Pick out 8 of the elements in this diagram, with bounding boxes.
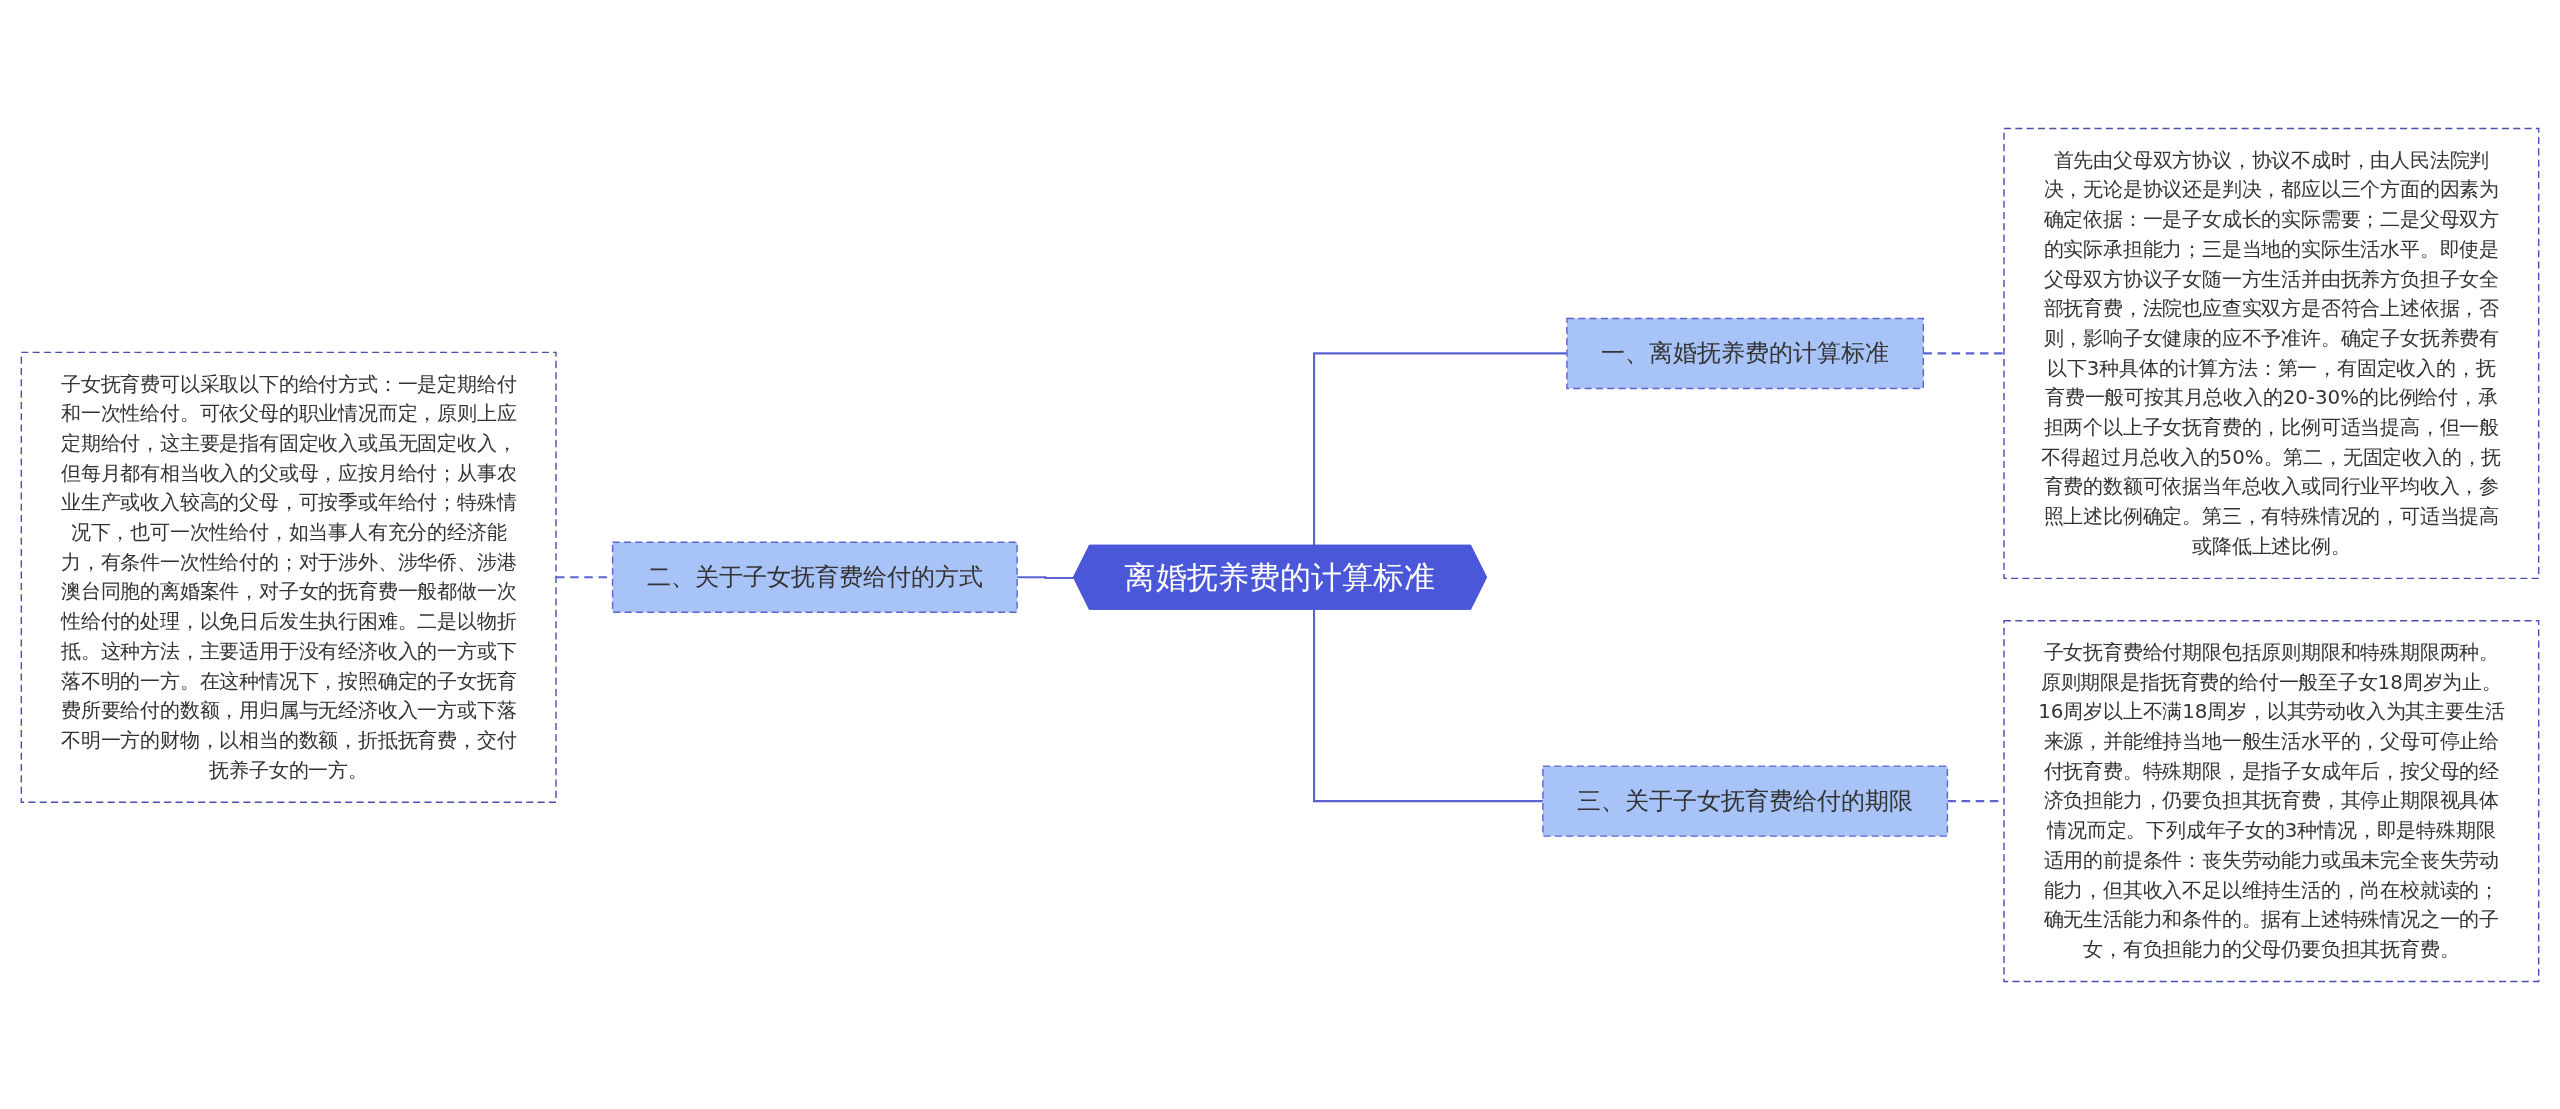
connector <box>1313 609 1543 802</box>
node-box: 子女抚育费可以采取以下的给付方式：一是定期给付和一次性给付。可依父母的职业情况而定，原则上应定期给付，这主要是指有固定收入或虽无固定收入，但每月都有相当收入的父或母，应按月给付；从事农业生产或收入较高的父母，可按季或年给付；特殊情况下，也可一次性给付，如当事人有充分的经济能力，有条件一次性给付的；对于涉外、涉华侨、涉港澳台同胞的离婚案件，对子女的抚育费一般都做一次性给付的处理，以免日后发生执行困难。二是以物折抵。这种方法，主要适用于没有经济收入的一方或下落不明的一方。在这种情况下，按照确定的子女抚育费所要给付的数额，用归属与无经济收入一方或下落不明一方的财物，以相当的数额，折抵抚育费，交付抚养子女的一方。 <box>20 351 557 803</box>
node-box: 三、关于子女抚育费给付的期限 <box>1542 764 1949 837</box>
node-box: 首先由父母双方协议，协议不成时，由人民法院判决，无论是协议还是判决，都应以三个方面的因素为确定依据：一是子女成长的实际需要；二是父母双方的实际承担能力；三是当地的实际生活水平。即使是父母双方协议子女随一方生活并由抚养方负担子女全部抚育费，法院也应查实双方是否符合上述依据，否则，影响子女健康的应不予准许。确定子女抚养费有以下3种具体的计算方法：第一，有固定收入的，抚育费一般可按其月总收入的20-30%的比例给付，承担两个以上子女抚育费的，比例可适当提高，但一般不得超过月总收入的50%。第二，无固定收入的，抚育费的数额可依据当年总收入或同行业平均收入，参照上述比例确定。第三，有特殊情况的，可适当提高或降低上述比例。 <box>2003 127 2540 579</box>
node-box: 子女抚育费给付期限包括原则期限和特殊期限两种。原则期限是指抚育费的给付一般至子女18周岁为止。16周岁以上不满18周岁，以其劳动收入为其主要生活来源，并能维持当地一般生活水平的，父母可停止给付抚育费。特殊期限，是指子女成年后，按父母的经济负担能力，仍要负担其抚育费，其停止期限视具体情况而定。下列成年子女的3种情况，即是特殊期限适用的前提条件：丧失劳动能力或虽未完全丧失劳动能力，但其收入不足以维持生活的，尚在校就读的；确无生活能力和条件的。据有上述特殊情况之一的子女，有负担能力的父母仍要负担其抚育费。 <box>2003 619 2540 982</box>
connector <box>1313 351 1567 546</box>
node-box: 一、离婚抚养费的计算标准 <box>1566 317 1925 389</box>
node-box: 二、关于子女抚育费给付的方式 <box>611 541 1018 613</box>
